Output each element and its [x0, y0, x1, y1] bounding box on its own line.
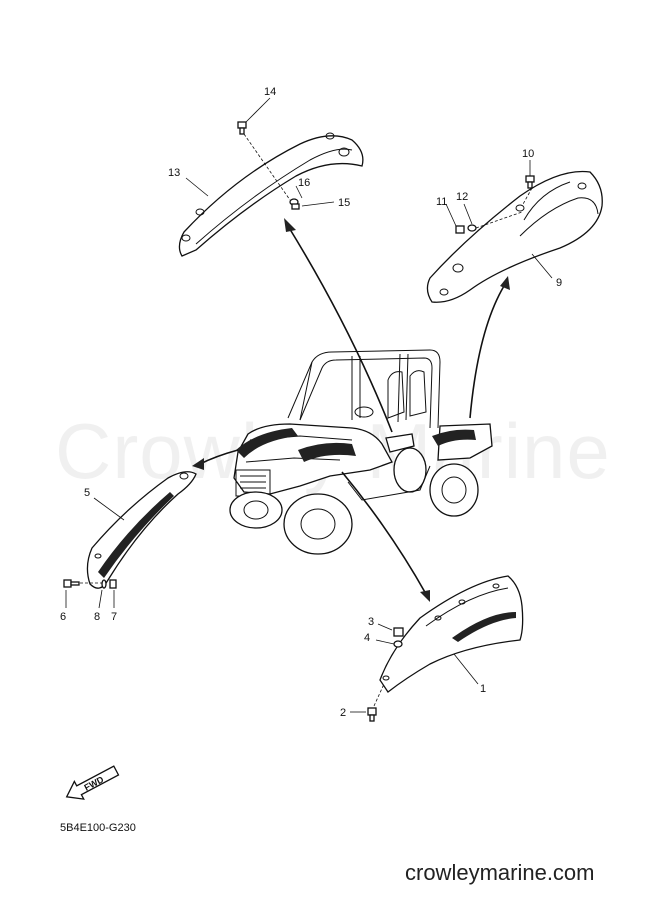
diagram-code: 5B4E100-G230	[60, 822, 136, 834]
callout-12: 12	[456, 191, 468, 203]
callout-13: 13	[168, 167, 180, 179]
part-13-panel[interactable]	[178, 132, 364, 257]
part-8-washer-icon[interactable]	[101, 579, 107, 589]
part-9-fender[interactable]	[426, 170, 603, 303]
callout-16: 16	[298, 177, 310, 189]
part-15-nut-icon[interactable]	[291, 203, 300, 210]
part-1-fender[interactable]	[379, 575, 524, 693]
fwd-arrow-icon: FWD	[65, 765, 120, 800]
leader-lines	[65, 97, 553, 713]
part-12-washer-icon[interactable]	[467, 224, 477, 232]
callout-8: 8	[94, 611, 100, 623]
part-14-bolt-icon[interactable]	[237, 121, 247, 135]
callout-15: 15	[338, 197, 350, 209]
callout-11: 11	[436, 196, 447, 208]
callout-9: 9	[556, 277, 562, 289]
utv-vehicle-illustration	[229, 349, 493, 555]
callout-2: 2	[340, 707, 346, 719]
callout-7: 7	[111, 611, 117, 623]
callout-5: 5	[84, 487, 90, 499]
part-10-bolt-icon[interactable]	[525, 175, 535, 189]
part-2-bolt-icon[interactable]	[367, 707, 377, 722]
callout-10: 10	[522, 148, 534, 160]
callout-14: 14	[264, 86, 276, 98]
callout-4: 4	[364, 632, 370, 644]
website-footer[interactable]: crowleymarine.com	[405, 860, 595, 885]
part-11-nut-icon[interactable]	[455, 225, 465, 234]
part-3-nut-icon[interactable]	[393, 627, 404, 637]
part-5-fender[interactable]	[86, 471, 197, 589]
callout-1: 1	[480, 683, 486, 695]
callout-6: 6	[60, 611, 66, 623]
callout-3: 3	[368, 616, 374, 628]
part-6-bolt-icon[interactable]	[63, 579, 80, 588]
part-4-washer-icon[interactable]	[393, 640, 403, 648]
callout-labels: 14 13 16 15 10 11 12 9 5 6 8 7 3 4 2 1	[60, 86, 562, 719]
part-7-nut-icon[interactable]	[109, 579, 117, 589]
location-arrows	[192, 218, 510, 602]
